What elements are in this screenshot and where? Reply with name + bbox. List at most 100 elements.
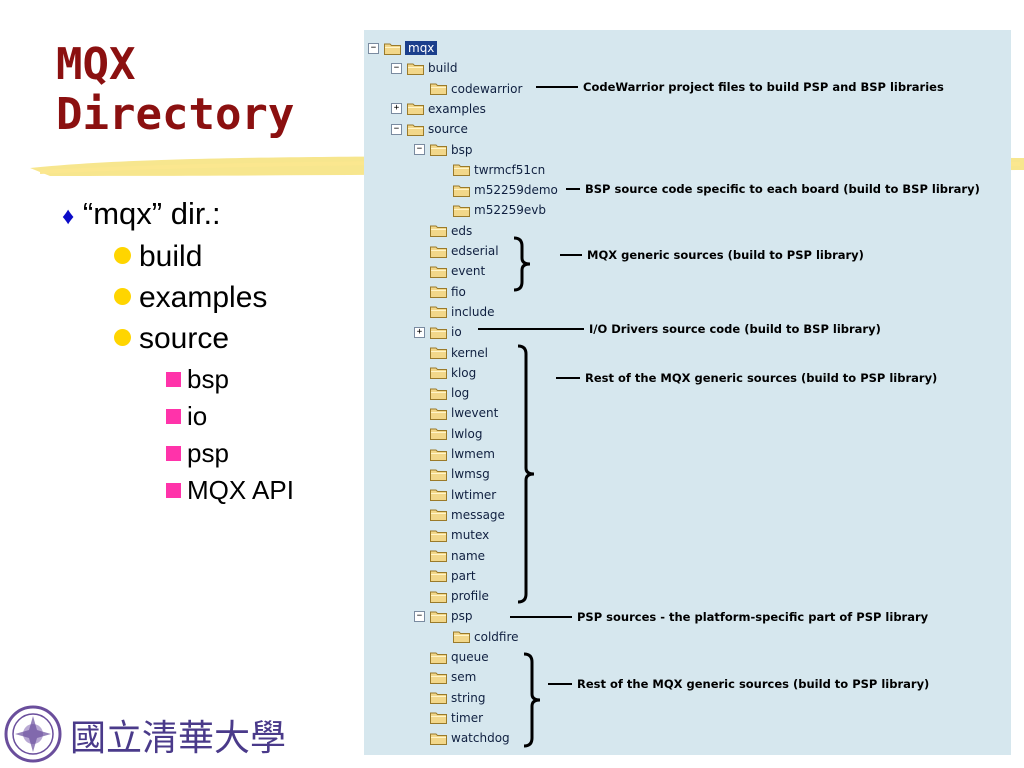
- expand-icon[interactable]: +: [414, 326, 425, 338]
- bullet-build: build: [114, 240, 202, 274]
- tree-row-message[interactable]: message: [414, 506, 505, 524]
- curly-brace-icon: [517, 344, 535, 604]
- tree-row-part[interactable]: part: [414, 567, 476, 585]
- yellow-dot-icon: [114, 287, 131, 305]
- tree-row-watchdog[interactable]: watchdog: [414, 729, 510, 747]
- collapse-icon[interactable]: −: [391, 62, 402, 74]
- tree-label[interactable]: log: [451, 386, 470, 401]
- tree-row-string[interactable]: string: [414, 689, 485, 707]
- tree-label[interactable]: eds: [451, 223, 473, 238]
- diamond-bullet-icon: ♦: [62, 203, 75, 230]
- tree-row-edserial[interactable]: edserial: [414, 242, 499, 260]
- bullet-source-text: source: [139, 322, 230, 355]
- collapse-icon[interactable]: −: [414, 610, 425, 622]
- tree-label[interactable]: sem: [451, 670, 477, 685]
- tree-label[interactable]: source: [428, 122, 468, 137]
- tree-label[interactable]: klog: [451, 365, 477, 380]
- tree-label[interactable]: examples: [428, 101, 486, 116]
- tree-label[interactable]: coldfire: [474, 629, 519, 644]
- tree-row-bsp[interactable]: − bsp: [414, 141, 473, 159]
- tree-label[interactable]: codewarrior: [451, 81, 523, 96]
- tree-row-examples[interactable]: + examples: [391, 100, 486, 118]
- tree-row-fio[interactable]: fio: [414, 283, 466, 301]
- folder-icon: [430, 712, 447, 725]
- tree-row-klog[interactable]: klog: [414, 364, 476, 382]
- folder-icon: [453, 631, 470, 644]
- tree-row-psp[interactable]: − psp: [414, 607, 473, 625]
- tree-label[interactable]: kernel: [451, 345, 488, 360]
- tree-row-event[interactable]: event: [414, 262, 485, 280]
- expand-icon[interactable]: +: [391, 103, 402, 115]
- tree-label[interactable]: m52259evb: [474, 203, 546, 218]
- tree-row-eds[interactable]: eds: [414, 222, 472, 240]
- tree-row-sem[interactable]: sem: [414, 668, 476, 686]
- tree-row-profile[interactable]: profile: [414, 587, 489, 605]
- logo-text: 國立清華大學: [70, 718, 286, 759]
- folder-icon: [430, 611, 447, 623]
- tree-label[interactable]: name: [451, 548, 486, 563]
- collapse-icon[interactable]: −: [414, 144, 425, 155]
- folder-icon: [384, 43, 401, 55]
- tree-label[interactable]: psp: [451, 609, 473, 624]
- tree-row-timer[interactable]: timer: [414, 709, 483, 727]
- tree-label[interactable]: build: [428, 61, 458, 76]
- folder-icon: [430, 347, 447, 359]
- tree-row-lwevent[interactable]: lwevent: [414, 404, 498, 422]
- annotation-generic3: Rest of the MQX generic sources (build t…: [548, 675, 929, 693]
- tree-row-mutex[interactable]: mutex: [414, 526, 489, 544]
- tree-label[interactable]: edserial: [451, 244, 499, 258]
- tree-label[interactable]: event: [451, 264, 486, 279]
- tree-row-kernel[interactable]: kernel: [414, 344, 488, 362]
- tree-label[interactable]: io: [451, 325, 462, 340]
- tree-label[interactable]: timer: [451, 710, 484, 725]
- tree-label[interactable]: string: [451, 690, 486, 705]
- tree-label[interactable]: lwmsg: [451, 467, 490, 482]
- tree-label[interactable]: bsp: [451, 142, 473, 157]
- folder-icon: [430, 591, 447, 603]
- tree-label[interactable]: part: [451, 568, 476, 583]
- folder-icon: [430, 652, 447, 664]
- tree-label[interactable]: twrmcf51cn: [474, 162, 546, 177]
- tree-label[interactable]: profile: [451, 589, 489, 604]
- collapse-icon[interactable]: −: [368, 42, 379, 54]
- bullet-mqx-dir-text: “mqx” dir.:: [82, 196, 221, 231]
- tree-label[interactable]: fio: [451, 284, 466, 299]
- tree-label[interactable]: lwlog: [451, 426, 483, 441]
- tree-row-lwmem[interactable]: lwmem: [414, 445, 495, 463]
- collapse-icon[interactable]: −: [391, 123, 402, 135]
- tree-row-mqx[interactable]: − mqx: [368, 39, 438, 57]
- tree-row-coldfire[interactable]: coldfire: [437, 628, 519, 646]
- tree-label[interactable]: lwevent: [451, 406, 499, 421]
- tree-label[interactable]: watchdog: [451, 731, 510, 746]
- tree-label[interactable]: include: [451, 304, 495, 319]
- tree-label[interactable]: message: [451, 507, 505, 522]
- tree-label[interactable]: lwmem: [451, 447, 495, 461]
- tree-row-lwlog[interactable]: lwlog: [414, 425, 482, 443]
- tree-row-lwmsg[interactable]: lwmsg: [414, 465, 490, 483]
- tree-row-twrmcf51cn[interactable]: twrmcf51cn: [437, 161, 545, 179]
- tree-row-io[interactable]: + io: [414, 323, 462, 341]
- tree-row-name[interactable]: name: [414, 547, 485, 565]
- tree-row-lwtimer[interactable]: lwtimer: [414, 486, 496, 504]
- pink-square-icon: [166, 482, 181, 498]
- tree-row-source[interactable]: − source: [391, 120, 468, 138]
- tree-label[interactable]: lwtimer: [451, 487, 497, 502]
- tree-row-queue[interactable]: queue: [414, 648, 489, 666]
- tree-row-log[interactable]: log: [414, 384, 469, 402]
- annotation-generic1: MQX generic sources (build to PSP librar…: [560, 246, 864, 264]
- title-line-1: MQX: [56, 39, 136, 90]
- annotation-io: I/O Drivers source code (build to BSP li…: [478, 320, 881, 338]
- tree-row-include[interactable]: include: [414, 303, 494, 321]
- tree-row-m52259evb[interactable]: m52259evb: [437, 201, 546, 219]
- tree-label[interactable]: m52259demo: [474, 183, 558, 198]
- tree-row-build[interactable]: − build: [391, 59, 458, 77]
- tree-label[interactable]: mqx: [405, 41, 438, 55]
- tree-label[interactable]: queue: [451, 650, 489, 664]
- tree-label[interactable]: mutex: [451, 528, 490, 543]
- bullet-io: io: [166, 401, 207, 432]
- bullet-psp: psp: [166, 438, 229, 469]
- university-logo: 國立清華大學: [4, 705, 286, 763]
- tree-row-m52259demo[interactable]: m52259demo: [437, 181, 558, 199]
- tree-row-codewarrior[interactable]: codewarrior: [414, 80, 522, 98]
